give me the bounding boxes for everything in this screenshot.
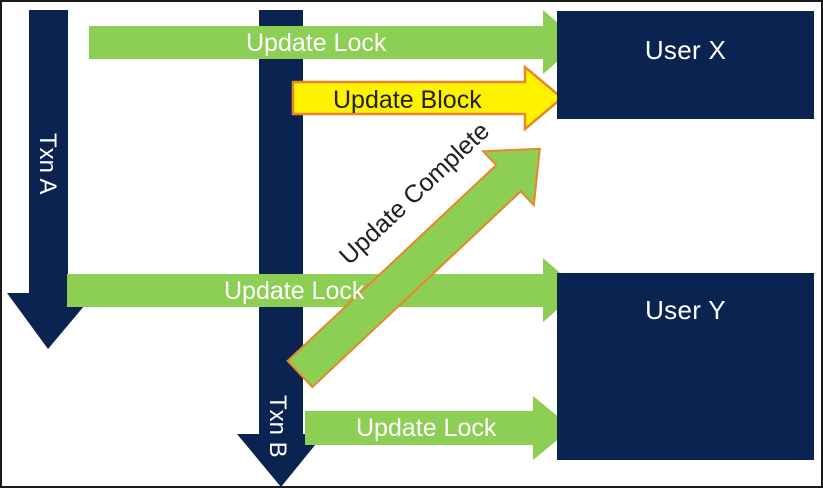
update-complete-arrow xyxy=(286,147,541,389)
update-lock-2-arrow xyxy=(67,258,580,322)
user-x-label: User X xyxy=(644,35,727,65)
user-y-label: User Y xyxy=(645,295,726,325)
txn-a-arrow xyxy=(7,10,95,349)
update-complete-arrow-group xyxy=(286,147,541,389)
update-lock-1-arrow xyxy=(89,10,580,74)
update-block-arrow xyxy=(291,64,564,132)
user-y-box: User Y xyxy=(557,273,814,460)
user-x-box: User X xyxy=(557,11,814,119)
update-lock-3-arrow xyxy=(305,396,572,460)
